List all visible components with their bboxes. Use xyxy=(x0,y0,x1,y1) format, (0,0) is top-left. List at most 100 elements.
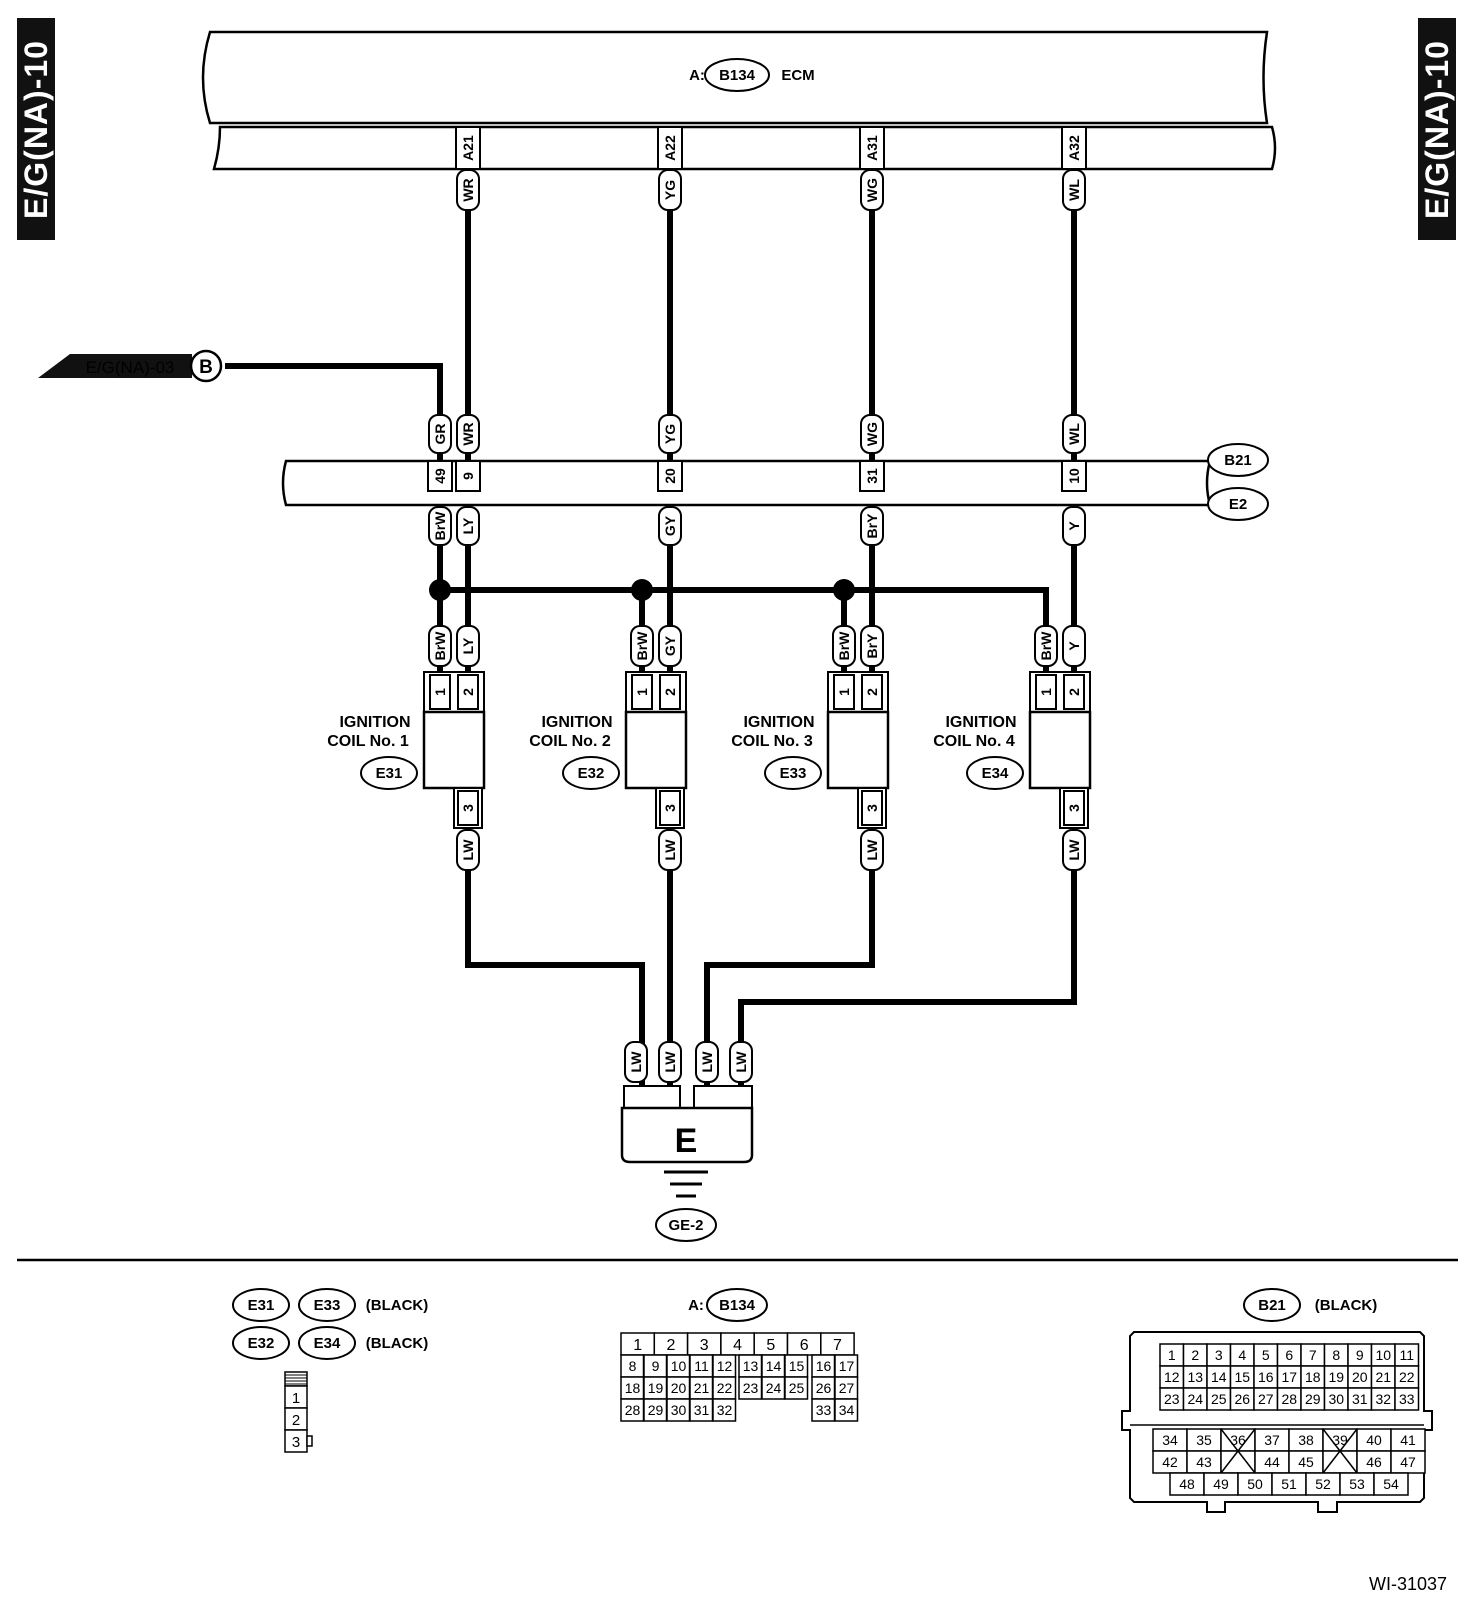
junction-connector-b21: B21 xyxy=(1207,443,1269,477)
junction-connector-e2: E2 xyxy=(1207,487,1269,521)
svg-text:48: 48 xyxy=(1179,1476,1195,1492)
svg-text:34: 34 xyxy=(1162,1432,1178,1448)
coil-wire-tag: LY xyxy=(456,625,480,667)
svg-text:26: 26 xyxy=(816,1380,832,1396)
svg-text:27: 27 xyxy=(839,1380,855,1396)
svg-text:27: 27 xyxy=(1258,1391,1274,1407)
svg-text:11: 11 xyxy=(1399,1347,1414,1363)
svg-text:21: 21 xyxy=(1375,1369,1391,1385)
junction-pin-31: 31 xyxy=(859,460,885,492)
legend-coil-conn: E31 xyxy=(232,1288,290,1322)
svg-text:A22: A22 xyxy=(662,135,678,161)
svg-text:LW: LW xyxy=(460,839,476,861)
coil-connector-id: E34 xyxy=(966,756,1024,790)
svg-text:B134: B134 xyxy=(719,1297,756,1314)
ecm-name: ECM xyxy=(781,67,814,84)
coil-wire-tag: BrW xyxy=(1034,625,1058,667)
coil-pin-1: 1 xyxy=(631,674,653,710)
section-tab-left: E/G(NA)-10 xyxy=(17,18,55,240)
svg-text:14: 14 xyxy=(1211,1369,1227,1385)
svg-text:LW: LW xyxy=(864,839,880,861)
ecm-pin-A31: A31 xyxy=(859,126,885,170)
svg-text:49: 49 xyxy=(1213,1476,1229,1492)
splice-dot xyxy=(631,579,653,601)
svg-text:2: 2 xyxy=(666,1337,675,1354)
svg-text:A21: A21 xyxy=(460,135,476,161)
svg-text:5: 5 xyxy=(766,1337,775,1354)
svg-text:2: 2 xyxy=(864,688,880,696)
svg-text:GY: GY xyxy=(662,515,678,536)
svg-text:3: 3 xyxy=(864,804,880,812)
svg-text:3: 3 xyxy=(460,804,476,812)
svg-text:7: 7 xyxy=(833,1337,842,1354)
svg-text:8: 8 xyxy=(629,1358,637,1374)
svg-text:50: 50 xyxy=(1247,1476,1263,1492)
svg-text:3: 3 xyxy=(1215,1347,1223,1363)
svg-text:E33: E33 xyxy=(780,765,807,782)
svg-text:WL: WL xyxy=(1066,179,1082,201)
svg-text:1: 1 xyxy=(1168,1347,1176,1363)
svg-text:35: 35 xyxy=(1196,1432,1212,1448)
junction-top-wire-9: WR xyxy=(456,414,480,454)
svg-text:2: 2 xyxy=(1191,1347,1199,1363)
svg-text:BrW: BrW xyxy=(1038,631,1054,661)
svg-text:3: 3 xyxy=(1066,804,1082,812)
coil-wire-tag: LW xyxy=(860,829,884,871)
ground-wire-tag: LW xyxy=(658,1041,682,1083)
svg-text:1: 1 xyxy=(432,688,448,696)
coil-wire-tag: BrY xyxy=(860,625,884,667)
svg-text:WL: WL xyxy=(1066,423,1082,445)
svg-text:YG: YG xyxy=(662,424,678,444)
svg-text:Y: Y xyxy=(1066,521,1082,531)
svg-text:B21: B21 xyxy=(1224,452,1252,469)
svg-text:54: 54 xyxy=(1383,1476,1399,1492)
svg-text:4: 4 xyxy=(733,1337,742,1354)
junction-bottom-wire-10: Y xyxy=(1062,506,1086,546)
svg-text:WR: WR xyxy=(460,178,476,201)
svg-text:3: 3 xyxy=(700,1337,709,1354)
svg-text:E31: E31 xyxy=(376,765,403,782)
svg-text:E33: E33 xyxy=(314,1297,341,1314)
coil-label-line1: IGNITION xyxy=(541,714,612,731)
svg-text:LW: LW xyxy=(628,1051,644,1073)
svg-text:E/G(NA)-03: E/G(NA)-03 xyxy=(86,358,175,377)
legend-color-note: (BLACK) xyxy=(366,1335,428,1352)
svg-text:38: 38 xyxy=(1298,1432,1314,1448)
svg-text:31: 31 xyxy=(1352,1391,1368,1407)
svg-text:BrW: BrW xyxy=(432,511,448,541)
svg-text:9: 9 xyxy=(652,1358,660,1374)
svg-text:29: 29 xyxy=(1305,1391,1321,1407)
ground-terminal xyxy=(620,1106,754,1164)
svg-text:32: 32 xyxy=(1375,1391,1391,1407)
coil-label-line2: COIL No. 4 xyxy=(933,733,1015,750)
svg-text:20: 20 xyxy=(1352,1369,1368,1385)
svg-text:37: 37 xyxy=(1264,1432,1280,1448)
svg-text:10: 10 xyxy=(1066,468,1082,484)
svg-text:5: 5 xyxy=(1262,1347,1270,1363)
svg-text:3: 3 xyxy=(662,804,678,812)
svg-text:3: 3 xyxy=(292,1434,300,1451)
coil-wire-tag: GY xyxy=(658,625,682,667)
legend-ecm-prefix: A: xyxy=(688,1297,704,1314)
coil-pin-3: 3 xyxy=(1063,790,1085,826)
ecm-unit xyxy=(201,30,1277,171)
svg-text:BrW: BrW xyxy=(432,631,448,661)
legend-coil-conn: E34 xyxy=(298,1326,356,1360)
svg-text:6: 6 xyxy=(1285,1347,1293,1363)
coil-label-line1: IGNITION xyxy=(339,714,410,731)
coil-wire-tag: LW xyxy=(456,829,480,871)
svg-text:B21: B21 xyxy=(1258,1297,1286,1314)
svg-text:43: 43 xyxy=(1196,1454,1212,1470)
svg-text:20: 20 xyxy=(671,1380,687,1396)
coil-pin-2: 2 xyxy=(1063,674,1085,710)
svg-text:Y: Y xyxy=(1066,641,1082,651)
svg-text:GR: GR xyxy=(432,424,448,445)
coil-pin-2: 2 xyxy=(861,674,883,710)
coil-connector-id: E31 xyxy=(360,756,418,790)
